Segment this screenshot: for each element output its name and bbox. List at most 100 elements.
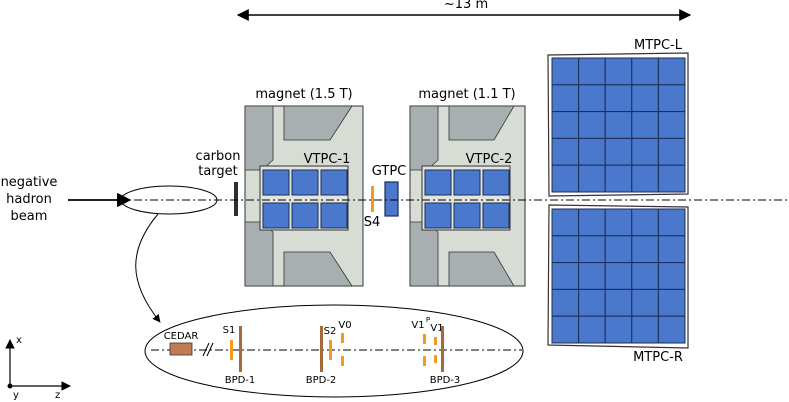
magnet-2-yoke-bottom-left: [409, 221, 439, 287]
magnet-1-yoke-bottom-right: [283, 251, 353, 287]
mtpc-l-cell: [604, 84, 633, 113]
target-group: carbon target: [196, 149, 241, 216]
cedar-label: CEDAR: [164, 331, 199, 342]
mtpc-r-cell: [578, 235, 606, 264]
mtpc-l-cell: [551, 137, 580, 166]
magnet-1-yoke-top-right: [283, 105, 353, 141]
mtpc-l-cell: [551, 164, 580, 193]
mtpc-r-cell: [578, 288, 606, 317]
mtpc-r-cell: [604, 288, 633, 317]
coordinate-axes: x y z: [5, 335, 71, 401]
mtpc-l-cell: [657, 137, 686, 166]
y-axis-dot: [7, 383, 13, 389]
mtpc-l-cell: [604, 137, 633, 166]
mtpc-l-cell: [578, 111, 606, 139]
v1p-label: V1: [411, 320, 424, 331]
mtpc-r-cell: [551, 208, 580, 237]
vtpc-2-cell: [453, 202, 481, 229]
gtpc-chamber: [384, 181, 399, 217]
vtpc-2-label: VTPC-2: [466, 152, 513, 167]
magnet-1-yoke-top-left: [244, 105, 274, 171]
s2-counter: [329, 340, 332, 360]
mtpc-r-cell: [657, 315, 686, 344]
mtpc-l-cell: [631, 164, 659, 193]
mtpc-l-cell: [631, 57, 659, 86]
magnet-2: magnet (1.1 T) VTPC-2: [409, 87, 526, 287]
zoom-arrow: [135, 213, 161, 323]
gtpc-group: GTPC S4: [364, 164, 407, 230]
bpd-1-label: BPD-1: [225, 375, 256, 386]
v0-label: V0: [338, 320, 351, 331]
mtpc-r-label: MTPC-R: [633, 350, 683, 365]
mtpc-r-cell: [631, 315, 659, 344]
beam-group: negative hadron beam: [1, 175, 132, 224]
scale-indicator: ~13 m: [236, 0, 692, 21]
v1-counter-lower: [434, 355, 437, 363]
v0-counter: [341, 333, 344, 343]
mtpc-r-cell: [604, 235, 633, 264]
mtpc-l-cell: [551, 111, 580, 139]
break-mark: [206, 342, 214, 357]
beam-label-line-1: negative: [1, 175, 58, 190]
v0-counter-lower: [341, 356, 344, 366]
bpd-2-label: BPD-2: [306, 375, 337, 386]
vtpc-1-cell: [262, 202, 290, 229]
vtpc-2-cell: [453, 169, 481, 196]
v1p-superscript: P: [426, 316, 430, 324]
v1p-counter: [423, 334, 426, 344]
bpd-3: [441, 326, 444, 372]
target-label-line-1: carbon: [196, 149, 241, 164]
mtpc-l: MTPC-L: [547, 38, 689, 197]
mtpc-l-cell: [604, 164, 633, 193]
magnet-1-yoke-bottom-left: [244, 221, 274, 287]
mtpc-l-cell: [604, 111, 633, 139]
s1-label: S1: [223, 325, 236, 336]
scale-label: ~13 m: [444, 0, 488, 12]
mtpc-l-label: MTPC-L: [634, 38, 683, 53]
v1p-counter-lower: [423, 356, 426, 366]
mtpc-r-cell: [604, 315, 633, 344]
magnet-2-label: magnet (1.1 T): [418, 87, 515, 102]
beam-break-marks: [202, 342, 214, 357]
bpd-1: [239, 326, 242, 372]
mtpc-l-cell: [657, 164, 686, 193]
mtpc-r-grid: [551, 208, 686, 344]
mtpc-r-cell: [631, 235, 659, 264]
y-axis-label: y: [13, 390, 19, 401]
vtpc-2-cell: [424, 202, 452, 229]
mtpc-l-cell: [631, 111, 659, 139]
mtpc-l-cell: [578, 84, 606, 113]
bpd-3-label: BPD-3: [430, 375, 461, 386]
beamline-inset: CEDAR S1 BPD-1 S2 V0 BPD-2 V1 P V1 BPD-3: [144, 304, 524, 398]
mtpc-r-cell: [631, 262, 659, 290]
break-mark: [202, 342, 210, 357]
vtpc-2-cell: [482, 169, 510, 196]
v1-counter: [434, 337, 437, 345]
mtpc-r-cell: [578, 262, 606, 290]
mtpc-r-cell: [551, 288, 580, 317]
target-label-line-2: target: [198, 164, 238, 179]
vtpc-1-cell: [320, 169, 348, 196]
vtpc-1-cell: [262, 169, 290, 196]
gtpc-label: GTPC: [372, 164, 406, 179]
vtpc-1-label: VTPC-1: [304, 152, 351, 167]
mtpc-l-cell: [631, 84, 659, 113]
mtpc-l-cell: [551, 57, 580, 86]
v1-label: V1: [430, 323, 443, 334]
magnet-1: magnet (1.5 T) VTPC-1: [244, 87, 364, 287]
bpd-2: [320, 326, 323, 372]
vtpc-2-chambers: [424, 169, 510, 229]
mtpc-l-cell: [657, 111, 686, 139]
magnet-2-yoke-top-right: [448, 105, 515, 141]
s4-label: S4: [364, 215, 381, 230]
mtpc-r-cell: [551, 235, 580, 264]
s1-counter: [230, 340, 233, 360]
vtpc-1-cell: [291, 202, 319, 229]
mtpc-r-cell: [631, 208, 659, 237]
x-axis-label: x: [16, 335, 22, 346]
beam-label-line-2: hadron: [6, 192, 52, 207]
vtpc-1-chambers: [262, 169, 348, 229]
mtpc-l-cell: [578, 137, 606, 166]
mtpc-r-cell: [551, 262, 580, 290]
